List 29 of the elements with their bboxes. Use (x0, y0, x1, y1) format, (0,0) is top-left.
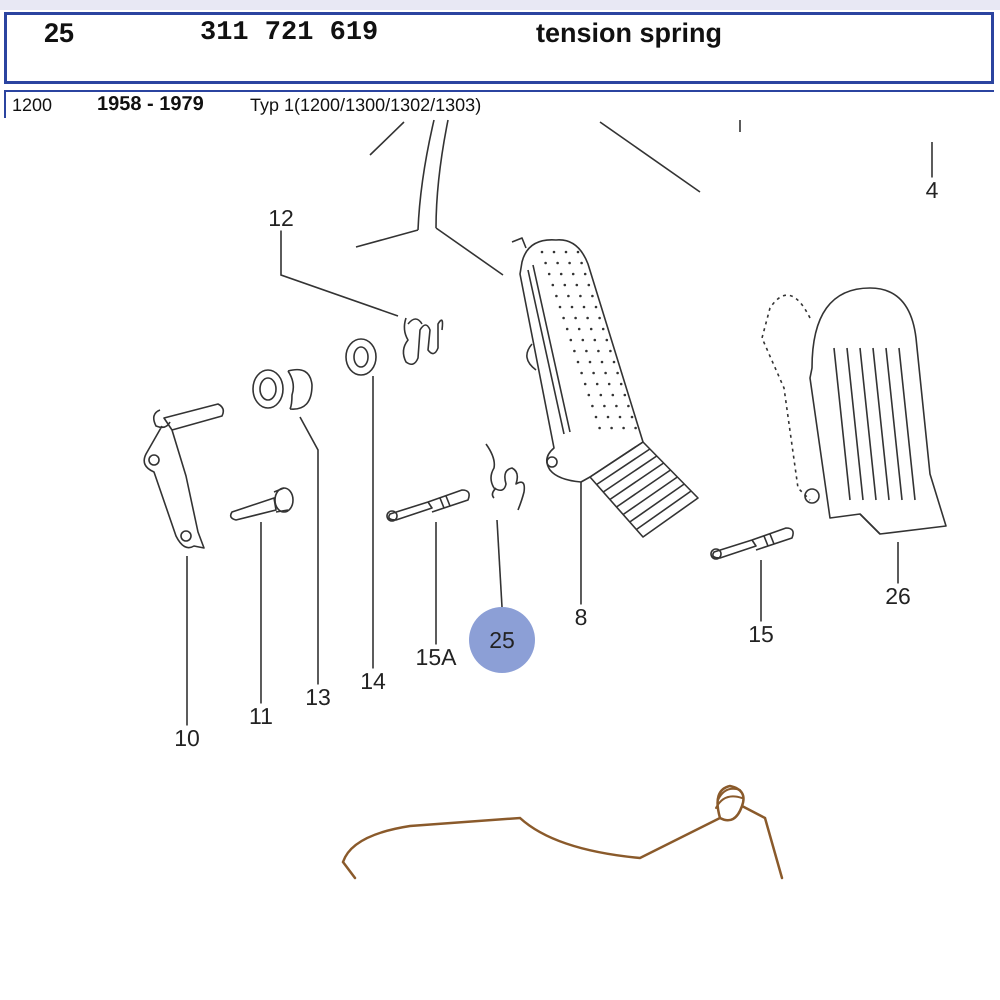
callout-number: 11 (248, 704, 274, 728)
leader-line (299, 416, 319, 684)
callout-number: 15 (747, 622, 775, 646)
leader-line (260, 522, 262, 704)
leader-line (435, 522, 437, 644)
leader-line (186, 556, 188, 726)
callout-number: 12 (267, 206, 295, 230)
item-number: 25 (44, 18, 74, 49)
highlighted-callout-number: 25 (469, 607, 535, 673)
model-type: Typ 1(1200/1300/1302/1303) (250, 95, 482, 116)
callout-number: 4 (924, 178, 940, 202)
leader-line (280, 230, 398, 317)
year-range: 1958 - 1979 (97, 93, 204, 116)
leader-line (760, 560, 762, 622)
part-number: 311 721 619 (200, 18, 378, 48)
part-description: tension spring (536, 18, 722, 49)
callout-number: 15A (414, 644, 458, 670)
callout-number: 26 (884, 584, 912, 608)
callout-number: 13 (304, 684, 332, 710)
leader-line (931, 142, 933, 178)
leader-line (496, 520, 503, 608)
leader-line (580, 482, 582, 604)
callout-number: 8 (574, 604, 588, 630)
leader-line (372, 376, 374, 668)
model-code: 1200 (12, 95, 52, 116)
washer-drawing (342, 338, 380, 376)
callout-number: 10 (173, 726, 201, 750)
callout-number: 14 (359, 668, 387, 694)
leader-line (897, 542, 899, 584)
